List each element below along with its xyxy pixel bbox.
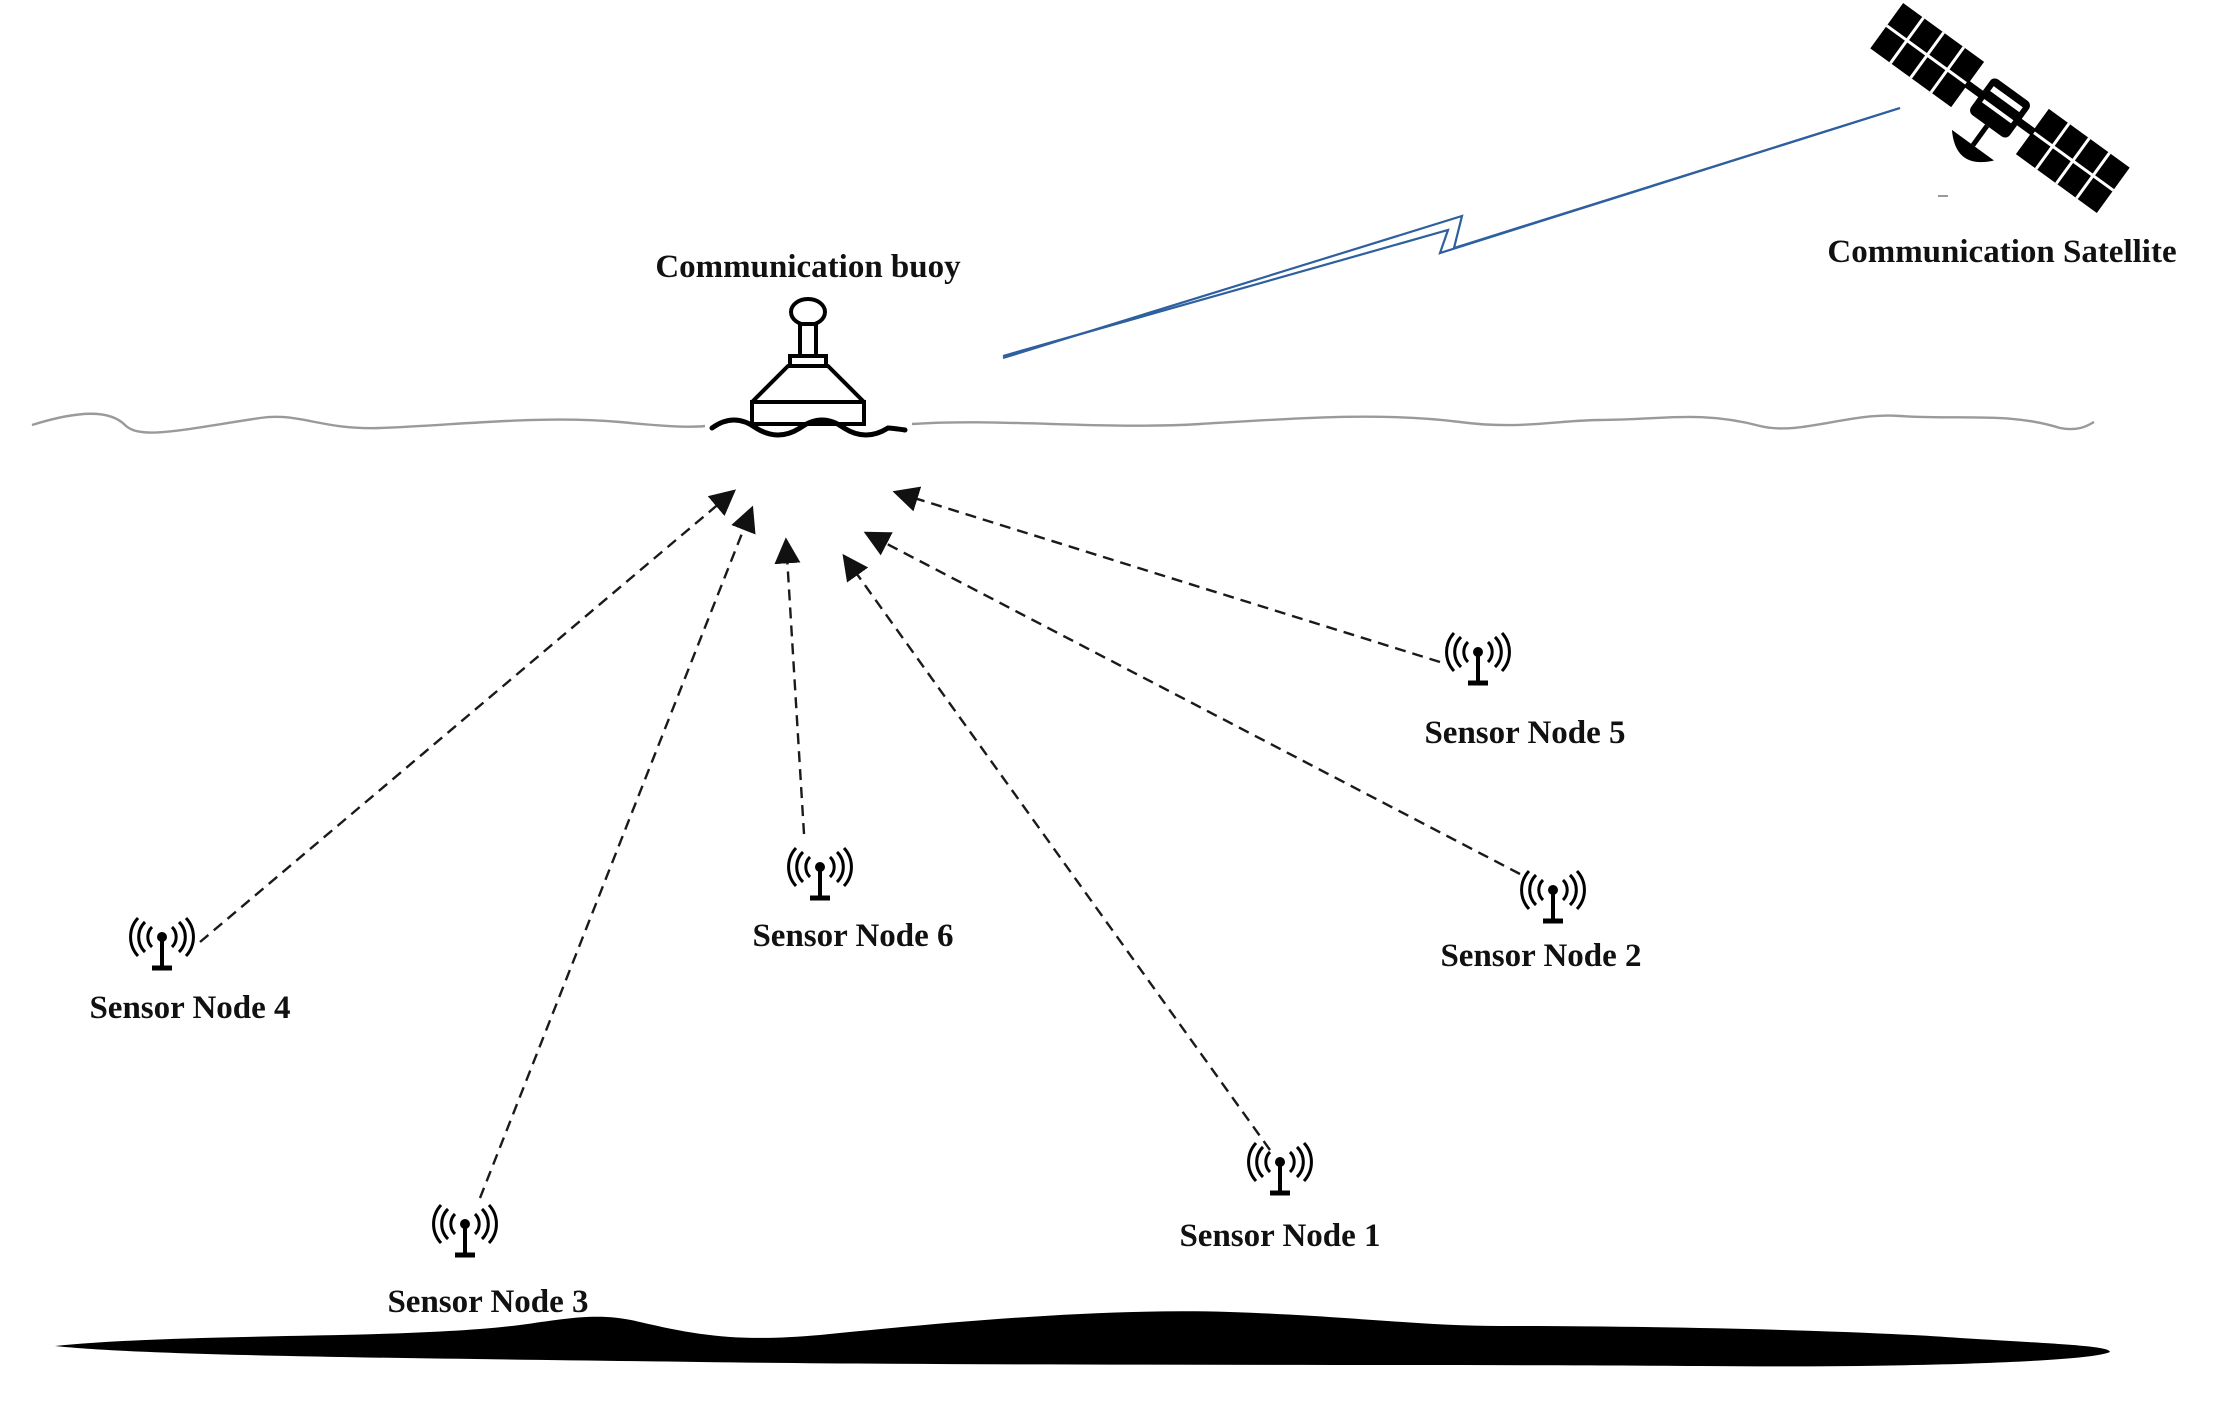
satellite-icon <box>1870 3 2130 213</box>
sensor-node-6-icon <box>789 848 852 898</box>
seabed <box>55 1311 2110 1367</box>
sensor-node-1-icon <box>1249 1143 1312 1193</box>
sensor-node-6-label: Sensor Node 6 <box>752 918 953 954</box>
buoy-icon <box>709 297 908 438</box>
sensor-node-2-label: Sensor Node 2 <box>1440 938 1641 974</box>
link-node-1 <box>842 553 1271 1151</box>
sensor-node-4-label: Sensor Node 4 <box>89 990 290 1026</box>
sensor-node-3-icon <box>434 1205 497 1255</box>
satellite-link <box>1002 106 1901 360</box>
satellite-label: Communication Satellite <box>1827 234 2176 270</box>
buoy-label: Communication buoy <box>655 249 961 285</box>
sensor-node-5-label: Sensor Node 5 <box>1424 715 1625 751</box>
sea-surface-left <box>31 412 706 434</box>
acoustic-links <box>199 486 1521 1199</box>
sea-surface-right <box>911 414 2095 431</box>
sensor-node-2-icon <box>1522 871 1585 921</box>
link-node-6 <box>774 537 806 835</box>
link-node-5 <box>892 486 1441 664</box>
sensor-node-4-icon <box>131 918 194 968</box>
link-node-2 <box>863 531 1521 876</box>
link-node-3 <box>478 505 756 1199</box>
sensor-node-5-icon <box>1447 633 1510 683</box>
link-node-4 <box>199 489 736 943</box>
sensor-node-1-label: Sensor Node 1 <box>1179 1218 1380 1254</box>
sensor-node-3-label: Sensor Node 3 <box>387 1284 588 1320</box>
